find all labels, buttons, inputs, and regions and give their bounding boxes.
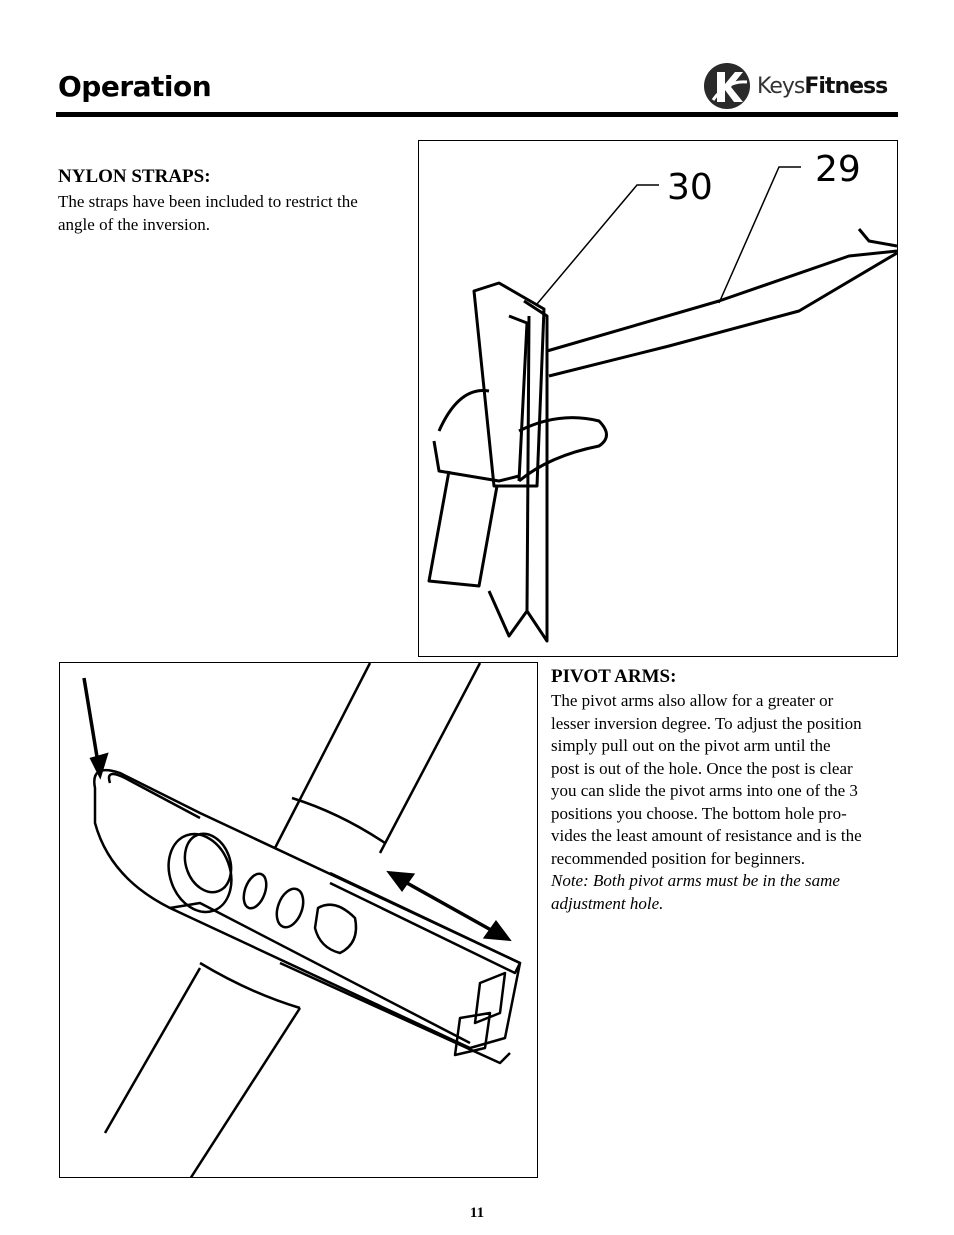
pivot-arms-line: post is out of the hole. Once the post i… — [551, 758, 853, 778]
nylon-straps-text: The straps have been included to restric… — [58, 191, 408, 236]
logo-mark-icon — [704, 63, 750, 109]
pivot-arms-line: positions you choose. The bottom hole pr… — [551, 803, 847, 823]
nylon-strap-figure: 30 29 — [418, 140, 898, 657]
nylon-strap-illustration: 30 29 — [427, 149, 897, 643]
pivot-arms-line: recommended position for beginners. — [551, 848, 805, 868]
pivot-arms-line: simply pull out on the pivot arm until t… — [551, 736, 831, 755]
pivot-arms-line: lesser inversion degree. To adjust the p… — [551, 713, 862, 733]
nylon-straps-line: The straps have been included to restric… — [58, 192, 358, 211]
pivot-arm-figure — [59, 662, 538, 1178]
nylon-straps-heading: NYLON STRAPS: — [58, 166, 211, 187]
logo-word-fitness: Fitness — [804, 74, 888, 99]
header-rule — [56, 112, 898, 117]
pivot-arms-line: vides the least amount of resistance and… — [551, 826, 862, 845]
page-title: Operation — [58, 70, 212, 103]
nylon-straps-line: angle of the inversion. — [58, 214, 211, 234]
pivot-arm-illustration — [82, 663, 522, 1177]
logo-word-keys: Keys — [757, 74, 805, 99]
pivot-arms-line: The pivot arms also allow for a greater … — [551, 691, 834, 710]
page-number: 11 — [469, 1205, 485, 1221]
callout-30-label: 30 — [667, 167, 713, 208]
pivot-arms-note-line: adjustment hole. — [551, 893, 664, 913]
pivot-arms-heading: PIVOT ARMS: — [551, 666, 677, 687]
pivot-arms-note-line: Note: Both pivot arms must be in the sam… — [551, 871, 840, 890]
keysfitness-logo: KeysFitness — [703, 60, 903, 112]
pivot-arms-text: The pivot arms also allow for a greater … — [551, 690, 901, 915]
callout-29-label: 29 — [815, 149, 861, 190]
logo-wordmark: KeysFitness — [757, 74, 888, 99]
pivot-arms-line: you can slide the pivot arms into one of… — [551, 781, 858, 800]
